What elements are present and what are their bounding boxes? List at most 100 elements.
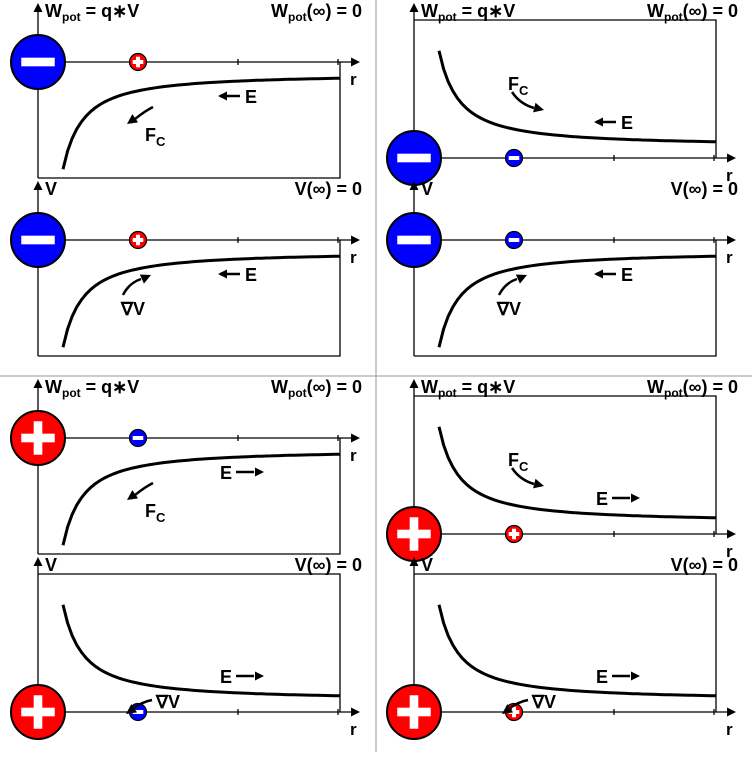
- arrow-shaft: [509, 698, 529, 710]
- arrow-head: [351, 235, 360, 245]
- graph-frame: [38, 438, 341, 555]
- label-part: W: [45, 1, 62, 21]
- test-charge: [504, 524, 524, 544]
- label-part: pot: [664, 10, 683, 24]
- r-axis-label: r: [350, 248, 357, 267]
- arrow-head: [594, 269, 603, 279]
- label-part: F: [508, 74, 519, 94]
- source-charge: [10, 684, 66, 740]
- arrow-head: [533, 478, 544, 489]
- arrow-head: [409, 3, 419, 12]
- arrow-head: [631, 493, 640, 503]
- label-part: (∞) = 0: [683, 377, 738, 397]
- arrow-head: [33, 181, 43, 190]
- minus-bar: [508, 156, 520, 160]
- minus-bar: [397, 153, 431, 163]
- arrow-head: [351, 433, 360, 443]
- field-e-arrow: E: [594, 113, 633, 133]
- label-part: pot: [438, 10, 457, 24]
- e-label: E: [621, 113, 633, 133]
- arrow-head: [255, 671, 264, 681]
- potential-curve: [437, 254, 717, 348]
- field-e-arrow: E: [220, 463, 264, 483]
- e-label: E: [220, 463, 232, 483]
- coulomb-force-arrow: FC: [127, 105, 166, 149]
- test-charge: [128, 428, 148, 448]
- label-part: (∞) = 0: [307, 1, 362, 21]
- plus-bar: [409, 695, 419, 729]
- v-infinity-condition: V(∞) = 0: [295, 555, 362, 575]
- e-label: E: [245, 87, 257, 107]
- arrow-head: [727, 529, 736, 539]
- wpot-title: Wpot = q∗V: [45, 377, 139, 400]
- label-part: F: [145, 501, 156, 521]
- label-part: ∗: [488, 1, 503, 21]
- arrow-head: [255, 467, 264, 477]
- label-part: V(∞) = 0: [295, 179, 362, 199]
- arrow-shaft: [497, 277, 518, 296]
- label-part: V: [503, 377, 515, 397]
- label-part: C: [156, 510, 166, 525]
- label-part: W: [647, 1, 664, 21]
- v-infinity-condition: V(∞) = 0: [671, 179, 738, 199]
- label-part: pot: [438, 386, 457, 400]
- coulomb-force-arrow: FC: [508, 450, 544, 489]
- arrow-head: [33, 379, 43, 388]
- label-part: = q: [457, 1, 489, 21]
- label-part: W: [271, 1, 288, 21]
- v-title: V: [421, 555, 433, 575]
- graph-frame: [414, 395, 717, 534]
- label-part: ∗: [488, 377, 503, 397]
- arrow-head: [727, 707, 736, 717]
- graph-frame: [414, 19, 717, 158]
- v-title: V: [45, 555, 57, 575]
- plus-bar: [512, 706, 516, 718]
- wpot-infinity-condition: Wpot(∞) = 0: [647, 1, 738, 24]
- arrow-head: [33, 557, 43, 566]
- source-charge: [386, 506, 442, 562]
- label-part: = q: [81, 377, 113, 397]
- graph-frame: [414, 573, 717, 712]
- gradient-arrow: ∇V: [120, 274, 151, 319]
- arrow-head: [139, 274, 151, 284]
- field-e-arrow: E: [596, 489, 640, 509]
- wpot-infinity-condition: Wpot(∞) = 0: [271, 377, 362, 400]
- label-part: ∗: [112, 1, 127, 21]
- v-title: V: [45, 179, 57, 199]
- coulomb-force-label: FC: [145, 125, 166, 149]
- arrow-head: [409, 379, 419, 388]
- plus-bar: [512, 528, 516, 540]
- arrow-head: [502, 704, 514, 714]
- label-part: ∗: [112, 377, 127, 397]
- test-charge: [504, 230, 524, 250]
- label-part: C: [519, 83, 529, 98]
- label-part: W: [421, 1, 438, 21]
- label-part: W: [421, 377, 438, 397]
- label-part: F: [508, 450, 519, 470]
- arrow-head: [218, 91, 227, 101]
- arrow-head: [631, 671, 640, 681]
- label-part: V: [421, 555, 433, 575]
- potential-curve: [437, 426, 717, 520]
- plus-bar: [33, 421, 43, 455]
- arrow-head: [126, 704, 138, 714]
- plus-bar: [33, 695, 43, 729]
- e-label: E: [596, 489, 608, 509]
- minus-bar: [132, 436, 144, 440]
- label-part: V: [503, 1, 515, 21]
- test-charge: [128, 230, 148, 250]
- gradient-arrow: ∇V: [502, 692, 556, 714]
- minus-bar: [508, 238, 520, 242]
- arrow-head: [33, 3, 43, 12]
- field-e-arrow: E: [594, 265, 633, 285]
- coulomb-force-label: FC: [145, 501, 166, 525]
- label-part: pot: [288, 386, 307, 400]
- test-charge: [128, 52, 148, 72]
- arrow-shaft: [510, 467, 535, 486]
- minus-bar: [132, 710, 144, 714]
